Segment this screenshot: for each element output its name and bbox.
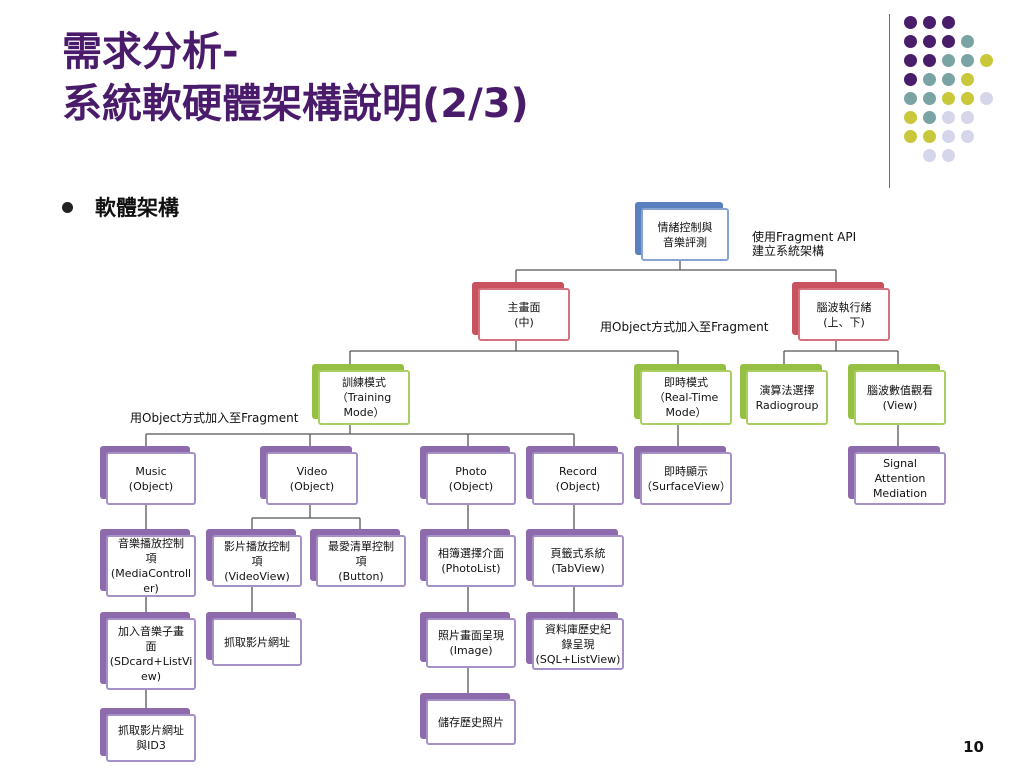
node-video: Video (Object) [266, 452, 358, 505]
node-photo-display: 照片畫面呈現 (Image) [426, 618, 516, 668]
decorative-dot [923, 111, 936, 124]
note-fragment-api: 使用Fragment API 建立系統架構 [752, 230, 857, 258]
decorative-dot [961, 111, 974, 124]
title-line-2: 系統軟硬體架構說明(2/3) [62, 81, 529, 127]
decorative-dot [961, 130, 974, 143]
decorative-dot [904, 130, 917, 143]
node-brainwave-exec: 腦波執行緒 (上、下) [798, 288, 890, 341]
note-object-fragment-1: 用Object方式加入至Fragment [600, 320, 769, 334]
decorative-dot [942, 149, 955, 162]
decorative-dot [961, 92, 974, 105]
node-music-control: 音樂播放控制 項 (MediaControll er) [106, 535, 196, 597]
title-divider [889, 14, 890, 188]
decorative-dot [942, 35, 955, 48]
decorative-dot [942, 54, 955, 67]
decorative-dot [961, 54, 974, 67]
decorative-dot [923, 16, 936, 29]
node-record: Record (Object) [532, 452, 624, 505]
node-tab-system: 頁籤式系統 (TabView) [532, 535, 624, 587]
decorative-dot [904, 54, 917, 67]
decorative-dot [923, 130, 936, 143]
decorative-dot [942, 92, 955, 105]
decorative-dot [942, 130, 955, 143]
bullet-text: 軟體架構 [95, 196, 179, 220]
decorative-dot [980, 92, 993, 105]
node-add-music: 加入音樂子畫 面 (SDcard+ListVi ew) [106, 618, 196, 690]
node-algorithm-select: 演算法選擇 Radiogroup [746, 370, 828, 425]
node-signal: Signal Attention Mediation [854, 452, 946, 505]
node-realtime-mode: 即時模式 （Real-Time Mode） [640, 370, 732, 425]
bullet-dot-icon [62, 201, 73, 213]
node-db-history: 資料庫歷史紀 錄呈現 (SQL+ListView) [532, 618, 624, 670]
node-fetch-video-url: 抓取影片網址 [212, 618, 302, 666]
decorative-dot [904, 92, 917, 105]
decorative-dot [923, 35, 936, 48]
node-video-control: 影片播放控制 項 (VideoView) [212, 535, 302, 587]
decorative-dot [904, 16, 917, 29]
node-training-mode: 訓練模式 （Training Mode） [318, 370, 410, 425]
decorative-dot [942, 111, 955, 124]
node-realtime-display: 即時顯示 （SurfaceView） [640, 452, 732, 505]
title-line-1: 需求分析- [62, 29, 239, 75]
node-root: 情緒控制與 音樂評測 [641, 208, 729, 261]
page-number: 10 [963, 738, 984, 756]
node-brainwave-view: 腦波數值觀看 (View) [854, 370, 946, 425]
decorative-dot [961, 35, 974, 48]
decorative-dot [923, 92, 936, 105]
bullet-item: 軟體架構 [62, 192, 179, 222]
node-music: Music (Object) [106, 452, 196, 505]
decorative-dot [961, 73, 974, 86]
node-photo: Photo (Object) [426, 452, 516, 505]
node-album-ui: 相簿選擇介面 (PhotoList) [426, 535, 516, 587]
decorative-dot [942, 16, 955, 29]
node-favorites-control: 最愛清單控制 項 (Button) [316, 535, 406, 587]
note-object-fragment-2: 用Object方式加入至Fragment [130, 411, 299, 425]
decorative-dot [942, 73, 955, 86]
slide-title: 需求分析- 系統軟硬體架構說明(2/3) [62, 26, 529, 130]
decorative-dot [923, 54, 936, 67]
decorative-dot [980, 54, 993, 67]
node-main-screen: 主畫面 (中) [478, 288, 570, 341]
decorative-dot [923, 149, 936, 162]
decorative-dot [904, 111, 917, 124]
decorative-dot [904, 35, 917, 48]
node-fetch-url-id3: 抓取影片網址 與ID3 [106, 714, 196, 762]
decorative-dot [923, 73, 936, 86]
decorative-dot [904, 73, 917, 86]
node-save-history-photo: 儲存歷史照片 [426, 699, 516, 745]
